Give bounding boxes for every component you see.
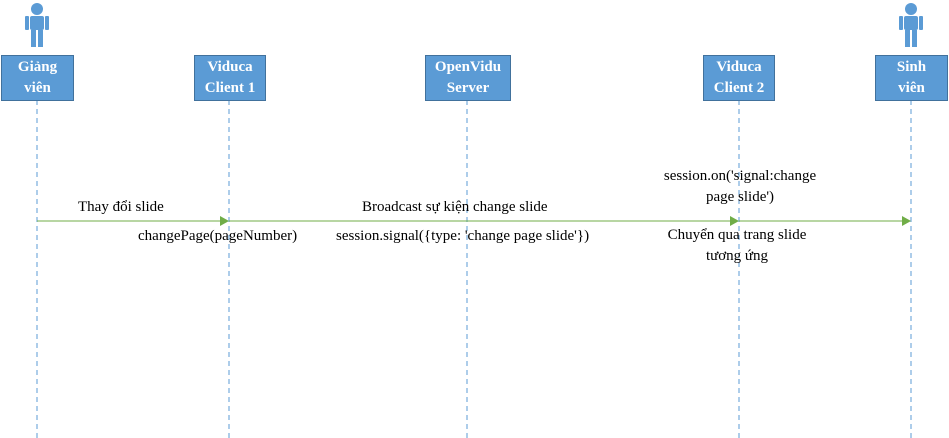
actor-icon-sinh-vien — [899, 3, 923, 47]
message-label-broadcast: Broadcast sự kiện change slide — [362, 199, 548, 215]
message-arrowhead-1 — [220, 216, 229, 226]
message-label-change-slide: Thay đổi slide — [78, 199, 164, 215]
message-arrowhead-2 — [730, 216, 739, 226]
message-label-session-on: session.on('signal:change page slide') — [663, 168, 817, 205]
participant-sinh-vien: Sinh viên — [875, 55, 948, 101]
message-arrowhead-3 — [902, 216, 911, 226]
message-label-signal: session.signal({type: 'change page slide… — [336, 228, 590, 244]
participant-openvidu-server: OpenVidu Server — [425, 55, 511, 101]
participant-label: Sinh viên — [896, 59, 927, 96]
participant-label: Viduca Client 1 — [204, 59, 256, 96]
message-label-switch-page: Chuyển qua trang slide tương ứng — [667, 227, 807, 264]
message-label-change-page: changePage(pageNumber) — [138, 228, 298, 244]
participant-label: OpenVidu Server — [434, 59, 502, 96]
participant-viduca-client-2: Viduca Client 2 — [703, 55, 775, 101]
participant-viduca-client-1: Viduca Client 1 — [194, 55, 266, 101]
participant-label: Viduca Client 2 — [713, 59, 765, 96]
participant-giang-vien: Giảng viên — [1, 55, 74, 101]
participant-label: Giảng viên — [17, 59, 58, 96]
actor-icon-giang-vien — [25, 3, 49, 47]
